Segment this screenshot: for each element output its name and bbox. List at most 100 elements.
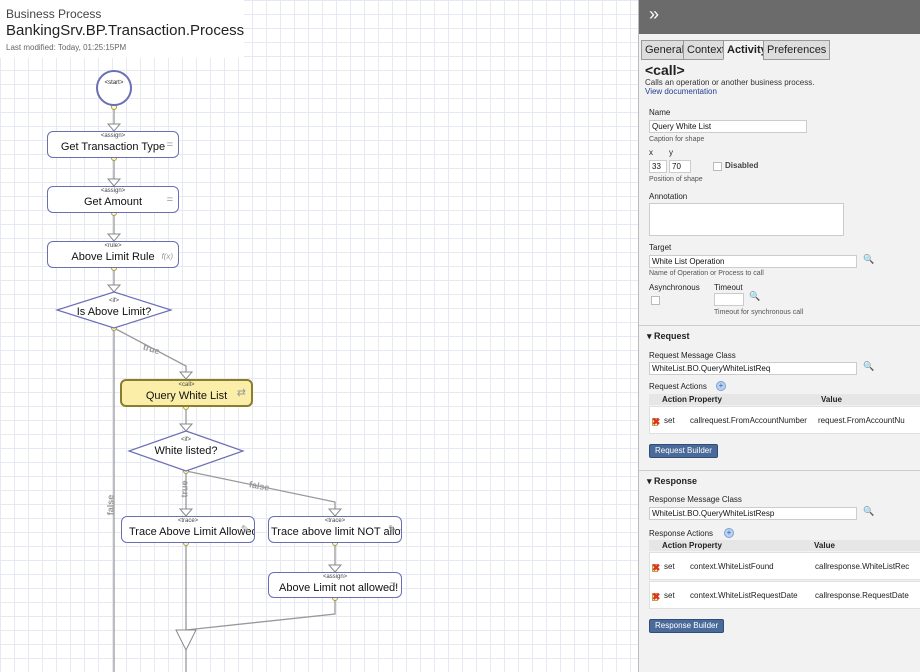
arrow-head bbox=[178, 423, 194, 432]
shape-caption: Trace above limit NOT allowed bbox=[271, 526, 401, 538]
add-response-action-icon[interactable]: + bbox=[724, 528, 734, 538]
row-value: callresponse.WhiteListRec bbox=[815, 562, 910, 571]
process-name: BankingSrv.BP.Transaction.Process bbox=[6, 22, 245, 39]
inspector-panel: » General Context Activity Preferences <… bbox=[638, 0, 920, 672]
column-action: Action bbox=[662, 541, 687, 550]
row-property: context.WhiteListFound bbox=[690, 562, 774, 571]
row-action: set bbox=[664, 591, 675, 600]
tab-general[interactable]: General bbox=[641, 40, 689, 60]
branch-label-false: false bbox=[105, 494, 116, 516]
if-white-listed[interactable]: <if> White listed? bbox=[136, 436, 236, 458]
request-action-row[interactable]: ✖ set callrequest.FromAccountNumber requ… bbox=[649, 406, 920, 434]
shape-caption: Above Limit not allowed! bbox=[279, 582, 399, 594]
activity-description: Calls an operation or another business p… bbox=[645, 78, 815, 87]
timeout-hint: Timeout for synchronous call bbox=[714, 309, 804, 316]
shape-tag: <assign> bbox=[100, 133, 126, 139]
document-icon[interactable] bbox=[652, 564, 658, 572]
delete-icon[interactable]: ✖ bbox=[652, 563, 661, 574]
request-actions-header: Action Property Value bbox=[649, 394, 920, 405]
timeout-input[interactable] bbox=[714, 293, 744, 306]
arrow-head bbox=[106, 178, 122, 187]
shape-tag: <trace> bbox=[324, 518, 346, 524]
column-value: Value bbox=[814, 541, 835, 550]
position-hint: Position of shape bbox=[649, 176, 703, 183]
response-class-label: Response Message Class bbox=[649, 495, 742, 504]
if-diamond[interactable] bbox=[127, 430, 245, 472]
row-property: context.WhiteListRequestDate bbox=[690, 591, 798, 600]
collapse-panel-icon[interactable]: » bbox=[649, 4, 660, 24]
assign-icon: = bbox=[166, 194, 173, 206]
response-action-row[interactable]: ✖ set context.WhiteListFound callrespons… bbox=[649, 552, 920, 580]
panel-tabs: General Context Activity Preferences bbox=[639, 34, 920, 60]
assign-icon: = bbox=[389, 579, 396, 591]
delete-icon[interactable]: ✖ bbox=[652, 592, 661, 603]
delete-icon[interactable]: ✖ bbox=[652, 417, 661, 428]
start-label: <start> bbox=[104, 80, 124, 86]
target-input[interactable]: White List Operation bbox=[649, 255, 857, 268]
response-action-row[interactable]: ✖ set context.WhiteListRequestDate callr… bbox=[649, 581, 920, 609]
request-class-label: Request Message Class bbox=[649, 351, 736, 360]
search-icon[interactable]: 🔍 bbox=[863, 361, 875, 371]
name-hint: Caption for shape bbox=[649, 136, 705, 143]
response-section-header[interactable]: ▾ Response bbox=[639, 470, 920, 492]
arrow-head bbox=[106, 233, 122, 242]
response-builder-button[interactable]: Response Builder bbox=[649, 619, 725, 633]
shape-trace-allowed[interactable]: <trace> Trace Above Limit Allowed ✎ bbox=[121, 516, 255, 543]
arrow-head bbox=[327, 508, 343, 517]
document-icon[interactable] bbox=[652, 593, 658, 601]
name-input[interactable]: Query White List bbox=[649, 120, 807, 133]
name-label: Name bbox=[649, 108, 671, 117]
disabled-checkbox[interactable] bbox=[713, 162, 722, 171]
join-triangle[interactable] bbox=[175, 629, 197, 652]
shape-trace-not-allowed[interactable]: <trace> Trace above limit NOT allowed ✎ bbox=[268, 516, 402, 543]
shape-above-limit-not-allowed[interactable]: <assign> Above Limit not allowed! = bbox=[268, 572, 402, 598]
shape-caption: White listed? bbox=[154, 445, 218, 457]
shape-caption: Is Above Limit? bbox=[76, 306, 152, 318]
target-label: Target bbox=[649, 243, 672, 252]
arrow-head bbox=[178, 508, 194, 517]
request-class-input[interactable]: WhiteList.BO.QueryWhiteListReq bbox=[649, 362, 857, 375]
search-icon[interactable]: 🔍 bbox=[863, 254, 875, 264]
search-icon[interactable]: 🔍 bbox=[863, 506, 875, 516]
if-is-above-limit[interactable]: <if> Is Above Limit? bbox=[64, 297, 164, 319]
diagram-canvas[interactable]: Business Process BankingSrv.BP.Transacti… bbox=[0, 0, 638, 672]
shape-tag: <assign> bbox=[100, 188, 126, 194]
row-property: callrequest.FromAccountNumber bbox=[690, 416, 807, 425]
shape-get-transaction-type[interactable]: <assign> Get Transaction Type = bbox=[47, 131, 179, 158]
tab-context[interactable]: Context bbox=[683, 40, 729, 60]
y-input[interactable]: 70 bbox=[669, 160, 691, 173]
shape-above-limit-rule[interactable]: <rule> Above Limit Rule f(x) bbox=[47, 241, 179, 268]
column-property: Property bbox=[689, 395, 722, 404]
column-property: Property bbox=[689, 541, 722, 550]
shape-caption: Get Amount bbox=[83, 196, 143, 208]
arrow-head bbox=[178, 371, 194, 380]
branch-label-true: true bbox=[179, 480, 190, 498]
shape-tag: <assign> bbox=[322, 574, 348, 580]
shape-get-amount[interactable]: <assign> Get Amount = bbox=[47, 186, 179, 213]
shape-tag: <call> bbox=[178, 382, 195, 388]
start-node[interactable]: <start> bbox=[96, 70, 132, 106]
row-value: request.FromAccountNu bbox=[818, 416, 905, 425]
add-request-action-icon[interactable]: + bbox=[716, 381, 726, 391]
trace-icon: ✎ bbox=[240, 524, 250, 536]
view-documentation-link[interactable]: View documentation bbox=[645, 87, 717, 96]
row-value: callresponse.RequestDate bbox=[815, 591, 909, 600]
asynchronous-checkbox[interactable] bbox=[651, 296, 660, 305]
x-input[interactable]: 33 bbox=[649, 160, 667, 173]
x-label: x bbox=[649, 148, 653, 157]
request-builder-button[interactable]: Request Builder bbox=[649, 444, 718, 458]
annotation-textarea[interactable] bbox=[649, 203, 844, 236]
last-modified: Last modified: Today, 01:25:15PM bbox=[6, 43, 127, 52]
disabled-label: Disabled bbox=[725, 161, 759, 170]
response-actions-header: Action Property Value bbox=[649, 540, 920, 551]
document-icon[interactable] bbox=[652, 418, 658, 426]
request-section-header[interactable]: ▾ Request bbox=[639, 325, 920, 347]
shape-query-white-list[interactable]: <call> Query White List ⇄ bbox=[120, 379, 253, 407]
tab-activity[interactable]: Activity bbox=[723, 40, 771, 60]
if-diamond[interactable] bbox=[55, 291, 173, 329]
response-class-input[interactable]: WhiteList.BO.QueryWhiteListResp bbox=[649, 507, 857, 520]
asynchronous-label: Asynchronous bbox=[649, 283, 700, 292]
shape-tag: <if> bbox=[108, 298, 119, 304]
tab-preferences[interactable]: Preferences bbox=[763, 40, 831, 60]
search-icon[interactable]: 🔍 bbox=[749, 291, 761, 301]
